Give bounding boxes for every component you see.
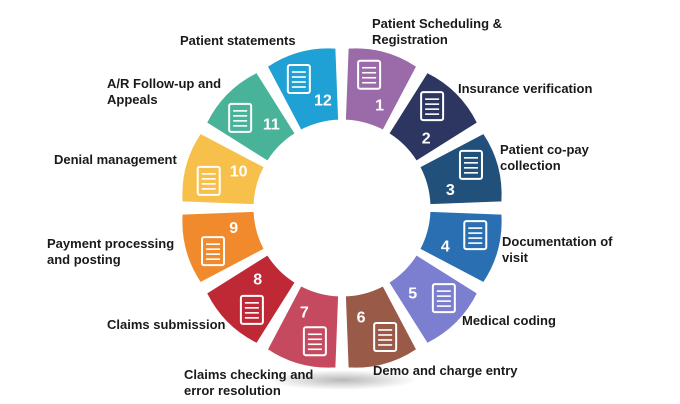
invoice-icon — [201, 236, 226, 267]
cycle-step-5: 5 — [388, 254, 478, 344]
step-segment — [181, 132, 265, 206]
step-label-6: Demo and charge entry — [373, 363, 518, 378]
step-label-9: Payment processing and posting — [47, 236, 175, 267]
step-number-4: 4 — [441, 239, 450, 256]
step-segment — [266, 47, 340, 131]
step-number-5: 5 — [408, 285, 417, 302]
step-number-9: 9 — [229, 220, 238, 237]
denied-document-icon — [196, 165, 221, 196]
cycle-step-12: 12 — [266, 47, 340, 131]
step-label-12: Patient statements — [180, 33, 296, 48]
monitor-check-icon — [228, 102, 253, 133]
step-label-2: Insurance verification — [458, 81, 593, 96]
step-segment — [388, 72, 478, 162]
step-segment — [206, 254, 296, 344]
cycle-step-4: 4 — [419, 210, 503, 284]
cycle-step-3: 3 — [419, 132, 503, 206]
step-number-8: 8 — [253, 272, 262, 289]
person-at-desk-icon — [373, 321, 398, 352]
document-check-icon — [420, 91, 445, 122]
step-label-10: Denial management — [54, 152, 177, 167]
step-number-6: 6 — [357, 309, 366, 326]
coder-at-desk-icon — [431, 283, 456, 314]
step-segment — [266, 285, 340, 369]
cycle-step-6: 6 — [344, 285, 418, 369]
step-label-11: A/R Follow-up and Appeals — [107, 76, 222, 107]
cycle-step-1: 1 — [344, 47, 418, 131]
cycle-step-2: 2 — [388, 72, 478, 162]
step-number-1: 1 — [375, 98, 384, 115]
cycle-step-10: 10 — [181, 132, 265, 206]
cycle-step-7: 7 — [266, 285, 340, 369]
step-label-7: Claims checking and error resolution — [184, 367, 314, 398]
cycle-step-8: 8 — [206, 254, 296, 344]
wheel-shadow — [267, 370, 417, 390]
step-number-10: 10 — [230, 163, 248, 180]
step-number-7: 7 — [300, 304, 309, 321]
step-label-1: Patient Scheduling & Registration — [372, 16, 503, 47]
step-segment — [344, 285, 418, 369]
checklist-icon — [302, 326, 327, 357]
cash-icon — [458, 149, 483, 180]
submit-desk-icon — [239, 294, 264, 325]
step-label-4: Documentation of visit — [502, 234, 613, 265]
step-number-11: 11 — [263, 117, 280, 134]
step-number-12: 12 — [314, 93, 332, 110]
cycle-step-11: 11 — [206, 72, 296, 162]
step-number-2: 2 — [422, 130, 431, 147]
step-segment — [419, 210, 503, 284]
step-label-5: Medical coding — [462, 313, 556, 328]
clipboard-pen-icon — [357, 59, 382, 90]
statement-icon — [286, 64, 311, 95]
step-number-3: 3 — [446, 182, 455, 199]
step-label-3: Patient co-pay collection — [500, 142, 589, 173]
step-label-8: Claims submission — [107, 317, 226, 332]
cycle-step-9: 9 — [181, 210, 265, 284]
document-icon — [463, 220, 488, 251]
